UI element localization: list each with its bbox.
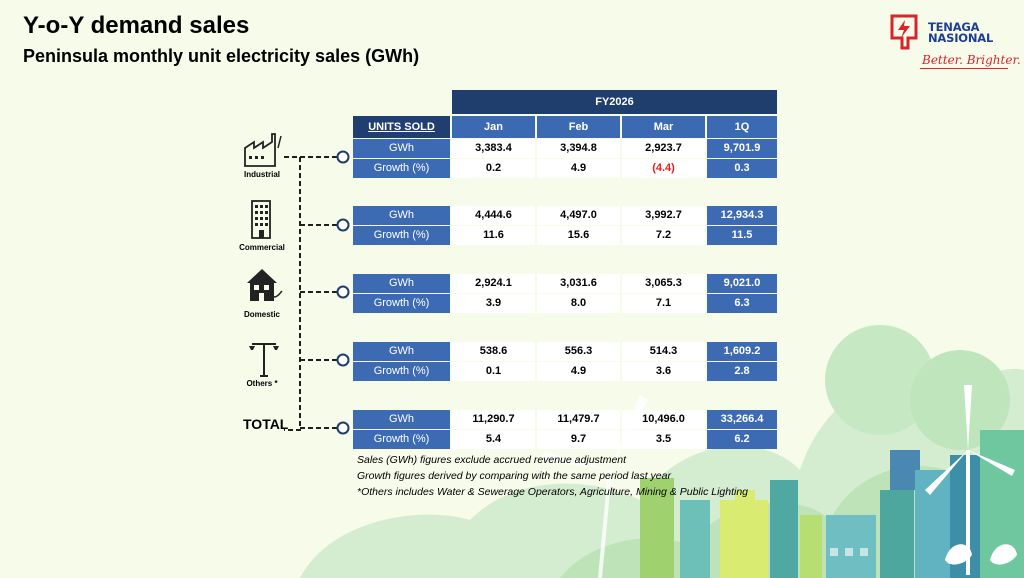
table-block-total: GWh 11,290.7 11,479.7 10,496.0 33,266.4 …	[353, 410, 777, 450]
table-cell: 11.5	[707, 226, 777, 245]
table-row: Growth (%) 0.1 4.9 3.6 2.8	[353, 362, 777, 381]
logo-underline	[920, 68, 1008, 69]
table-block-commercial: GWh 4,444.6 4,497.0 3,992.7 12,934.3 Gro…	[353, 206, 777, 246]
table-cell: 11.6	[452, 226, 535, 245]
table-row: Growth (%) 3.9 8.0 7.1 6.3	[353, 294, 777, 313]
table-block-others: GWh 538.6 556.3 514.3 1,609.2 Growth (%)…	[353, 342, 777, 382]
column-header-mar: Mar	[622, 116, 705, 138]
table-cell: 3,031.6	[537, 274, 620, 293]
table-row: Growth (%) 5.4 9.7 3.5 6.2	[353, 430, 777, 449]
table-row: Growth (%) 0.2 4.9 (4.4) 0.3	[353, 159, 777, 178]
table-row: GWh 3,383.4 3,394.8 2,923.7 9,701.9	[353, 139, 777, 158]
row-label: Growth (%)	[353, 362, 450, 381]
table-cell-negative: (4.4)	[622, 159, 705, 178]
table-cell: 3,394.8	[537, 139, 620, 158]
section-label-commercial: Commercial	[239, 243, 285, 252]
table-cell: 8.0	[537, 294, 620, 313]
tnb-emblem-icon	[890, 14, 918, 50]
table-cell: 556.3	[537, 342, 620, 361]
footnote: Growth figures derived by comparing with…	[357, 470, 671, 482]
table-block-domestic: GWh 2,924.1 3,031.6 3,065.3 9,021.0 Grow…	[353, 274, 777, 314]
table-cell: 33,266.4	[707, 410, 777, 429]
table-cell: 0.1	[452, 362, 535, 381]
table-cell: 0.2	[452, 159, 535, 178]
section-label-others: Others *	[246, 379, 278, 388]
table-cell: 15.6	[537, 226, 620, 245]
office-building-icon	[251, 200, 271, 239]
slide-title: Y-o-Y demand sales	[23, 12, 250, 39]
table-cell: 4,497.0	[537, 206, 620, 225]
table-cell: 1,609.2	[707, 342, 777, 361]
table-row: GWh 11,290.7 11,479.7 10,496.0 33,266.4	[353, 410, 777, 429]
row-label: Growth (%)	[353, 159, 450, 178]
table-cell: 11,479.7	[537, 410, 620, 429]
row-label: Growth (%)	[353, 430, 450, 449]
table-cell: 0.3	[707, 159, 777, 178]
table-row: Growth (%) 11.6 15.6 7.2 11.5	[353, 226, 777, 245]
table-cell: 2,924.1	[452, 274, 535, 293]
row-label: Growth (%)	[353, 294, 450, 313]
slide-subtitle: Peninsula monthly unit electricity sales…	[23, 46, 420, 66]
table-cell: 9.7	[537, 430, 620, 449]
row-label: GWh	[353, 274, 450, 293]
table-cell: 4,444.6	[452, 206, 535, 225]
table-cell: 2,923.7	[622, 139, 705, 158]
row-label: GWh	[353, 139, 450, 158]
section-label-total: TOTAL	[243, 416, 289, 432]
table-block-industrial: GWh 3,383.4 3,394.8 2,923.7 9,701.9 Grow…	[353, 139, 777, 179]
table-row: GWh 4,444.6 4,497.0 3,992.7 12,934.3	[353, 206, 777, 225]
table-cell: 2.8	[707, 362, 777, 381]
table-cell: 5.4	[452, 430, 535, 449]
table-row: GWh 2,924.1 3,031.6 3,065.3 9,021.0	[353, 274, 777, 293]
section-label-industrial: Industrial	[243, 170, 280, 179]
logo-tagline: Better. Brighter.	[922, 53, 1021, 67]
table-cell: 3,383.4	[452, 139, 535, 158]
row-label: GWh	[353, 342, 450, 361]
table-row: GWh 538.6 556.3 514.3 1,609.2	[353, 342, 777, 361]
factory-icon	[244, 133, 282, 167]
row-label: Growth (%)	[353, 226, 450, 245]
column-header-feb: Feb	[537, 116, 620, 138]
footnote: Sales (GWh) figures exclude accrued reve…	[357, 454, 627, 466]
street-lamp-icon	[249, 343, 279, 377]
fiscal-year-header: FY2026	[452, 90, 777, 114]
table-cell: 11,290.7	[452, 410, 535, 429]
table-cell: 7.2	[622, 226, 705, 245]
table-cell: 3,065.3	[622, 274, 705, 293]
table-cell: 4.9	[537, 362, 620, 381]
column-header-1q: 1Q	[707, 116, 777, 138]
table-cell: 9,701.9	[707, 139, 777, 158]
table-cell: 9,021.0	[707, 274, 777, 293]
table-cell: 3,992.7	[622, 206, 705, 225]
table-cell: 12,934.3	[707, 206, 777, 225]
row-label: GWh	[353, 206, 450, 225]
table-cell: 7.1	[622, 294, 705, 313]
table-cell: 6.2	[707, 430, 777, 449]
table-cell: 3.5	[622, 430, 705, 449]
table-cell: 4.9	[537, 159, 620, 178]
table-cell: 3.9	[452, 294, 535, 313]
table-cell: 6.3	[707, 294, 777, 313]
column-header-jan: Jan	[452, 116, 535, 138]
house-plug-icon	[247, 269, 283, 301]
section-label-domestic: Domestic	[243, 310, 280, 319]
footnotes: Sales (GWh) figures exclude accrued reve…	[357, 452, 748, 500]
table-cell: 538.6	[452, 342, 535, 361]
table-cell: 10,496.0	[622, 410, 705, 429]
footnote: *Others includes Water & Sewerage Operat…	[357, 486, 749, 498]
table-cell: 514.3	[622, 342, 705, 361]
table-cell: 3.6	[622, 362, 705, 381]
units-sold-header: UNITS SOLD	[353, 116, 450, 138]
row-label: GWh	[353, 410, 450, 429]
